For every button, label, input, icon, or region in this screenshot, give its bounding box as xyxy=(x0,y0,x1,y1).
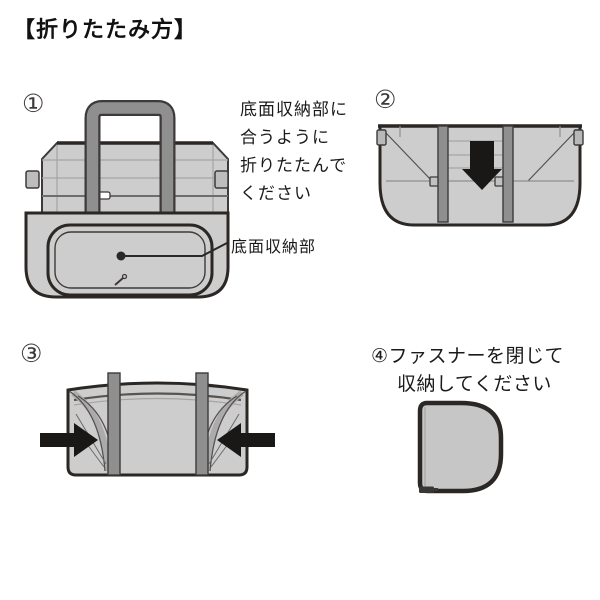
right-corner-clip xyxy=(573,129,584,146)
bag-crease-lines xyxy=(42,145,228,217)
step-2-number: ② xyxy=(374,86,397,114)
right-strap xyxy=(502,125,514,223)
step-1-number: ① xyxy=(22,90,45,118)
right-strap xyxy=(195,372,209,476)
push-left-arrow-icon xyxy=(217,423,275,457)
instruction-line: ください xyxy=(240,184,312,203)
left-strap xyxy=(437,125,449,223)
pouch-zipper-slider-icon xyxy=(419,486,438,493)
left-strap-clip xyxy=(25,170,40,189)
press-sides-illustration xyxy=(40,372,275,477)
panel-zipper-pull-icon xyxy=(114,273,128,286)
storage-pouch-illustration xyxy=(417,400,504,494)
bottom-storage-label: 底面収納部 xyxy=(231,239,317,256)
push-right-arrow-icon xyxy=(40,423,98,457)
fold-crease-lines xyxy=(385,126,575,182)
bottom-storage-panel xyxy=(46,223,214,297)
bottom-storage-panel-inner xyxy=(54,231,206,289)
pouch-body xyxy=(417,400,504,494)
instruction-line: 合うように xyxy=(240,128,330,147)
instruction-line: 底面収納部に xyxy=(240,100,348,119)
instruction-line: 折りたたんで xyxy=(240,156,348,175)
bag-handle xyxy=(84,100,176,235)
folded-bag-illustration xyxy=(376,124,584,227)
right-strap-clip xyxy=(214,170,229,189)
tote-bag-illustration xyxy=(24,100,230,299)
instruction-line: 収納してください xyxy=(397,374,552,395)
left-strap xyxy=(107,372,121,476)
step-3-number: ③ xyxy=(20,340,43,368)
step-4-number: ④ xyxy=(371,346,389,367)
bag-upper-body xyxy=(41,142,229,218)
instruction-line: ④ファスナーを閉じて xyxy=(371,346,565,367)
page-title: 【折りたたみ方】 xyxy=(13,17,198,42)
zipper-edge-lines xyxy=(73,392,242,406)
step-4-instruction: ④ファスナーを閉じて 収納してください xyxy=(371,343,564,399)
step-1-instruction: 底面収納部に 合うように 折りたたんで ください xyxy=(240,96,348,208)
callout-line xyxy=(121,242,228,257)
down-arrow-icon xyxy=(462,141,502,190)
left-corner-clip xyxy=(376,129,387,146)
